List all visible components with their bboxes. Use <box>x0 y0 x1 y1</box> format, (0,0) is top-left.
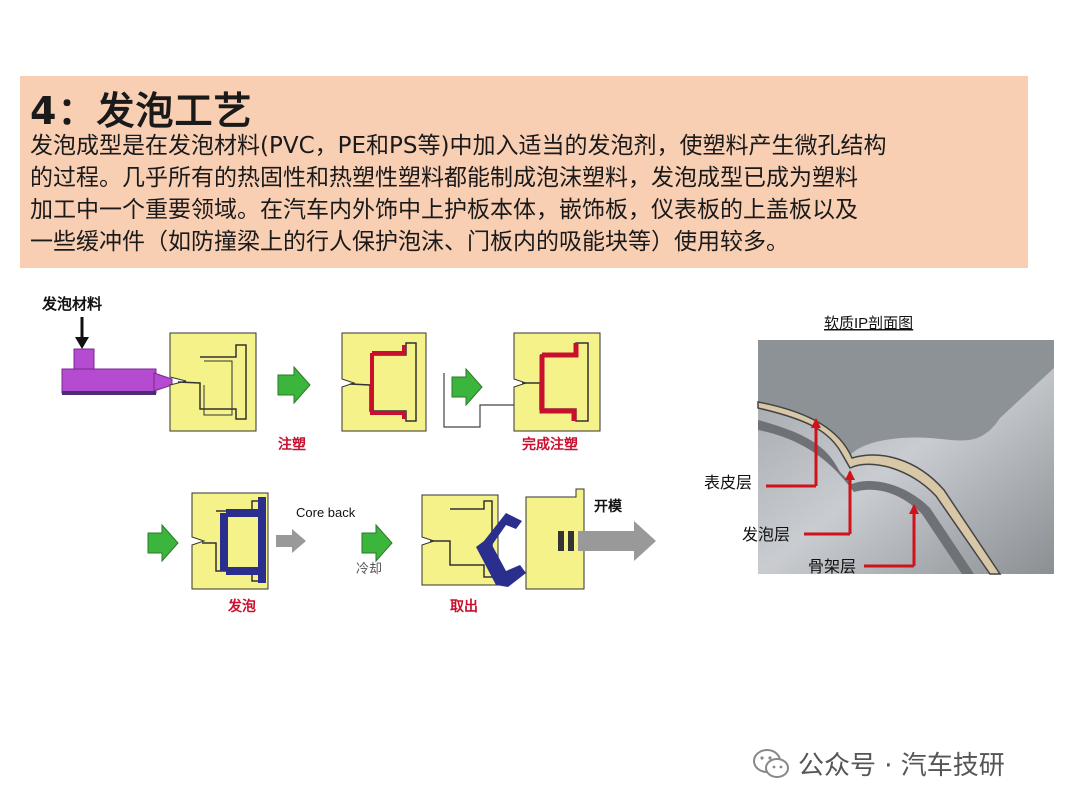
gray-arrow-2 <box>578 521 656 561</box>
frame-layer-label: 骨架层 <box>808 558 856 576</box>
mold-2 <box>341 332 427 432</box>
core-back-label: Core back <box>296 505 356 520</box>
skin-layer-label: 表皮层 <box>704 474 752 492</box>
watermark: 公众号 · 汽车技研 <box>752 745 1005 782</box>
mold-4 <box>191 492 269 590</box>
mold-3 <box>513 332 601 432</box>
intro-line: 的过程。几乎所有的热固性和热塑性塑料都能制成泡沫塑料，发泡成型已成为塑料 <box>30 165 858 191</box>
intro-line: 加工中一个重要领域。在汽车内外饰中上护板本体，嵌饰板，仪表板的上盖板以及 <box>30 197 858 223</box>
inject-label: 注塑 <box>278 436 306 452</box>
foam-process-diagram: 发泡材料 注塑 完成注塑 Cor <box>36 285 666 630</box>
injector <box>61 348 173 395</box>
section-view-title: 软质IP剖面图 <box>824 315 913 332</box>
mold-6 <box>525 488 585 590</box>
gray-arrow-1 <box>276 529 306 553</box>
take-out-label: 取出 <box>450 598 478 614</box>
green-arrow-2 <box>451 367 483 407</box>
green-arrow-3 <box>147 523 179 563</box>
section-title: 4：发泡工艺 <box>30 89 253 133</box>
soft-ip-section-view: 软质IP剖面图 表皮层 发泡层 骨架层 <box>704 315 1054 576</box>
cool-label: 冷却 <box>356 561 382 576</box>
intro-line: 一些缓冲件（如防撞梁上的行人保护泡沫、门板内的吸能块等）使用较多。 <box>30 229 789 255</box>
open-mold-label: 开模 <box>594 498 623 514</box>
wechat-icon <box>753 748 789 778</box>
material-label: 发泡材料 <box>41 295 102 313</box>
inject-done-label: 完成注塑 <box>522 436 578 452</box>
green-arrow-1 <box>277 365 311 405</box>
intro-line: 发泡成型是在发泡材料(PVC，PE和PS等)中加入适当的发泡剂，使塑料产生微孔结… <box>30 133 887 159</box>
foam-layer-label: 发泡层 <box>742 526 790 544</box>
intro-box: 4：发泡工艺 发泡成型是在发泡材料(PVC，PE和PS等)中加入适当的发泡剂，使… <box>20 76 1028 268</box>
watermark-text: 公众号 · 汽车技研 <box>798 751 1005 781</box>
green-arrow-4 <box>361 523 393 563</box>
mold-5 <box>421 494 526 587</box>
foam-label: 发泡 <box>227 598 256 614</box>
intro-paragraph: 发泡成型是在发泡材料(PVC，PE和PS等)中加入适当的发泡剂，使塑料产生微孔结… <box>30 130 1020 258</box>
mold-1 <box>169 332 257 432</box>
